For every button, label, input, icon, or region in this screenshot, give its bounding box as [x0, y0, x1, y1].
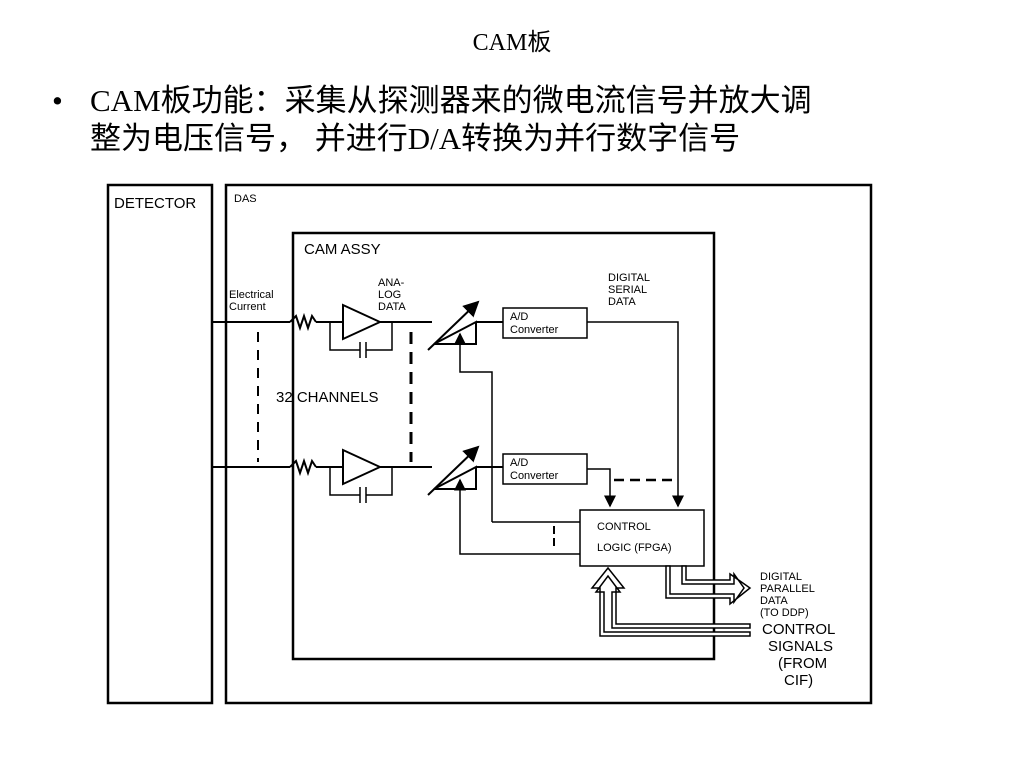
- control-signals-arrow: [590, 566, 751, 637]
- adc-top-line-2: Converter: [510, 324, 559, 336]
- slide-title: CAM板: [472, 30, 552, 56]
- input-label-line-1: Electrical: [229, 289, 274, 301]
- signals-line-4: CIF): [784, 672, 813, 689]
- digital-serial-line-1: DIGITAL: [608, 272, 650, 284]
- adc-top-box: [502, 307, 588, 339]
- gain-control-top: [454, 332, 493, 522]
- bullet-text-line-2: 整为电压信号， 并进行D/A转换为并行数字信号: [90, 121, 741, 156]
- feedback-bottom: [329, 467, 360, 496]
- signals-line-2: SIGNALS: [768, 638, 833, 655]
- amplifier-bottom: [342, 448, 383, 486]
- gain-control-bottom: [454, 478, 580, 555]
- channels-label: 32 CHANNELS: [276, 389, 379, 406]
- das-box: [224, 183, 873, 705]
- bullet-item: • CAM板功能：采集从探测器来的微电流信号并放大调 整为电压信号， 并进行D/…: [52, 82, 952, 158]
- das-label: DAS: [234, 193, 257, 205]
- bullet-text-line-1: CAM板功能：采集从探测器来的微电流信号并放大调: [90, 83, 812, 118]
- feedback-top: [329, 322, 360, 351]
- adc-bottom-line-1: A/D: [510, 457, 528, 469]
- signals-line-1: CONTROL: [762, 621, 835, 638]
- input-label-line-2: Current: [229, 301, 266, 313]
- control-line-2: LOGIC (FPGA): [597, 542, 672, 554]
- resistor-bottom: [289, 457, 317, 477]
- parallel-data-arrow: [665, 565, 752, 606]
- serial-data-line: [587, 321, 684, 508]
- adc-bottom-output: [587, 468, 616, 508]
- cam-assy-label: CAM ASSY: [304, 241, 381, 258]
- analog-label-line-2: LOG: [378, 289, 401, 301]
- resistor-top: [289, 312, 317, 332]
- adc-bottom-line-2: Converter: [510, 470, 559, 482]
- bullet-text: CAM板功能：采集从探测器来的微电流信号并放大调 整为电压信号， 并进行D/A转…: [90, 82, 910, 158]
- amplifier-top: [342, 303, 383, 341]
- detector-label: DETECTOR: [114, 195, 196, 212]
- digital-serial-line-3: DATA: [608, 296, 636, 308]
- parallel-line-3: DATA: [760, 595, 788, 607]
- digital-serial-line-2: SERIAL: [608, 284, 647, 296]
- control-line-1: CONTROL: [597, 521, 651, 533]
- analog-label-line-1: ANA-: [378, 277, 405, 289]
- parallel-line-2: PARALLEL: [760, 583, 815, 595]
- parallel-line-4: (TO DDP): [760, 607, 809, 619]
- control-logic-box: [579, 509, 705, 567]
- signals-line-3: (FROM: [778, 655, 827, 672]
- detector-box: [106, 183, 214, 705]
- adc-top-line-1: A/D: [510, 311, 528, 323]
- cam-assy-box: [291, 231, 716, 661]
- parallel-line-1: DIGITAL: [760, 571, 802, 583]
- analog-label-line-3: DATA: [378, 301, 406, 313]
- bullet-symbol: •: [52, 83, 63, 118]
